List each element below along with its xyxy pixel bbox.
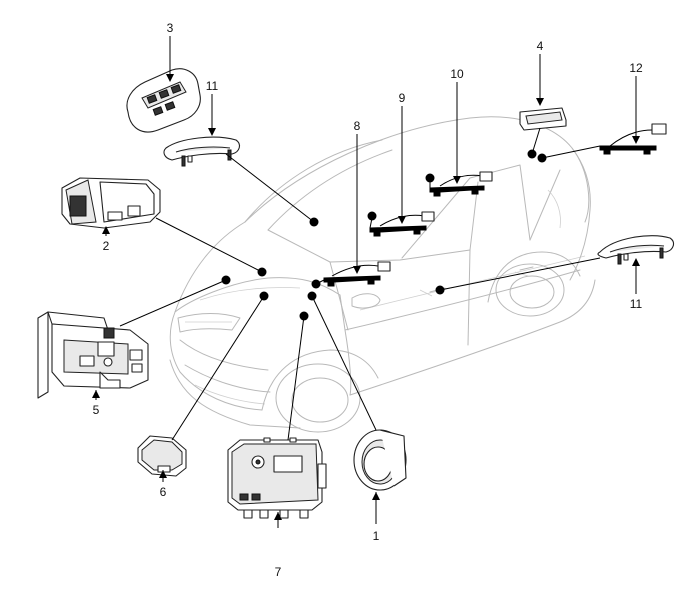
interior-antenna-rear [519,107,567,131]
location-dot [299,311,309,321]
sensor-module [137,435,187,477]
location-markers [221,149,547,321]
location-dot [425,173,435,183]
interior-antenna-10 [429,171,493,197]
location-dot [307,291,317,301]
callout-1: 1 [373,529,380,543]
callout-12: 12 [629,61,643,75]
callout-9: 9 [399,91,406,105]
location-dot [435,285,445,295]
location-dot [537,153,547,163]
start-stop-button [353,429,407,491]
interior-antenna-8 [323,261,391,287]
body-control-module [227,437,327,519]
start-stop-module [61,177,161,229]
door-handle-antenna-right [597,235,675,265]
callout-labels: 3 11 4 12 10 9 8 2 11 5 6 1 7 [93,21,643,579]
callout-6: 6 [160,485,167,499]
location-dot [259,291,269,301]
door-handle-antenna-left [163,136,241,167]
location-dot [257,267,267,277]
vehicle-outline [169,116,596,433]
callout-11-right: 11 [630,297,643,311]
callout-11-left: 11 [206,79,219,93]
callout-3: 3 [167,21,174,35]
location-dot [221,275,231,285]
location-dot [311,279,321,289]
smart-key-fob [126,68,201,133]
smart-key-control-module [37,311,149,399]
location-dot [527,149,537,159]
callout-10: 10 [450,67,464,81]
callout-8: 8 [354,119,361,133]
callout-4: 4 [537,39,544,53]
location-dot [309,217,319,227]
callout-2: 2 [103,239,110,253]
trunk-antenna [599,123,667,155]
callout-7: 7 [275,565,282,579]
callout-5: 5 [93,403,100,417]
leader-lines [92,36,640,528]
location-dot [367,211,377,221]
